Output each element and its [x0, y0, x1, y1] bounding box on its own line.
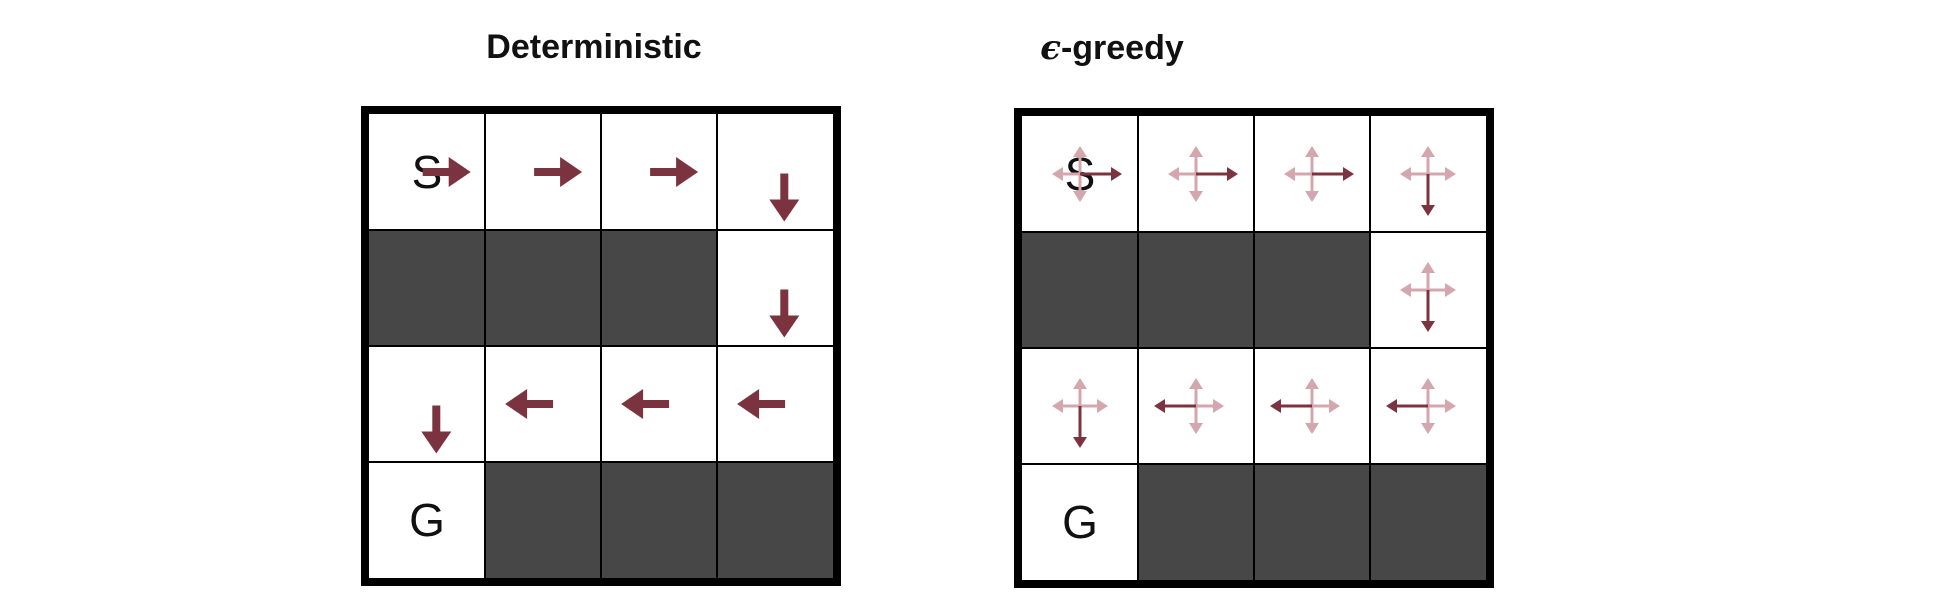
open-cell	[717, 114, 833, 230]
policy-arrow-left	[737, 389, 786, 419]
wall-cell	[1254, 464, 1370, 580]
explore-arrow-down-head	[1305, 191, 1319, 202]
open-cell	[369, 462, 485, 578]
explore-arrow-right-head	[1097, 399, 1108, 413]
explore-arrow-down-head	[1189, 423, 1203, 434]
explore-arrow-down-head	[1421, 423, 1435, 434]
explore-arrow-up-head	[1073, 146, 1087, 157]
greedy-arrow-left-head	[1270, 399, 1281, 413]
explore-arrow-up-head	[1073, 378, 1087, 389]
explore-arrow-down-head	[1189, 191, 1203, 202]
explore-arrow-right-head	[1445, 167, 1456, 181]
wall-cell	[1254, 232, 1370, 348]
title-epsilon-greedy: ϵ-greedy	[912, 28, 1312, 68]
title-deterministic: Deterministic	[394, 28, 794, 67]
policy-arrow-right	[534, 157, 583, 187]
explore-arrow-up-head	[1189, 146, 1203, 157]
greedy-arrow-down-head	[1421, 321, 1435, 332]
wall-cell	[485, 230, 601, 346]
wall-cell	[485, 462, 601, 578]
explore-arrow-down-head	[1073, 191, 1087, 202]
wall-cell	[1370, 464, 1486, 580]
policy-arrow-down	[769, 289, 800, 338]
explore-arrow-down-head	[1305, 423, 1319, 434]
title-deterministic-text: Deterministic	[486, 28, 702, 66]
gridworld-epsilon-greedy: SG	[1014, 108, 1494, 588]
wall-cell	[1138, 232, 1254, 348]
goal-label: G	[1062, 496, 1098, 548]
explore-arrow-left-head	[1052, 399, 1063, 413]
explore-arrow-up-head	[1305, 378, 1319, 389]
wall-cell	[1138, 464, 1254, 580]
explore-arrow-left-head	[1284, 167, 1295, 181]
explore-arrow-up-head	[1305, 146, 1319, 157]
policy-arrow-right	[422, 157, 471, 187]
greedy-arrow-left-head	[1154, 399, 1165, 413]
explore-arrow-up-head	[1421, 262, 1435, 273]
explore-arrow-left-head	[1400, 167, 1411, 181]
open-cell	[1022, 464, 1138, 580]
greedy-arrow-left-head	[1386, 399, 1397, 413]
wall-cell	[1022, 232, 1138, 348]
wall-cell	[369, 230, 485, 346]
wall-cell	[601, 230, 717, 346]
greedy-arrow-down-head	[1421, 205, 1435, 216]
open-cell	[369, 346, 485, 462]
explore-arrow-right-head	[1445, 283, 1456, 297]
explore-arrow-up-head	[1421, 146, 1435, 157]
open-cell	[717, 230, 833, 346]
title-epsilon-greedy-text: -greedy	[1060, 29, 1184, 67]
explore-arrow-right-head	[1329, 399, 1340, 413]
explore-arrow-left-head	[1052, 167, 1063, 181]
policy-arrow-down	[769, 173, 800, 222]
wall-cell	[717, 462, 833, 578]
policy-arrow-left	[621, 389, 670, 419]
explore-arrow-right-head	[1445, 399, 1456, 413]
explore-arrow-up-head	[1421, 378, 1435, 389]
explore-arrow-right-head	[1213, 399, 1224, 413]
greedy-arrow-right-head	[1111, 167, 1122, 181]
gridworld-deterministic: SG	[361, 106, 841, 586]
explore-arrow-left-head	[1400, 283, 1411, 297]
greedy-arrow-right-head	[1343, 167, 1354, 181]
grid-border	[1014, 108, 1494, 588]
goal-label: G	[409, 494, 445, 546]
wall-cell	[601, 462, 717, 578]
greedy-arrow-right-head	[1227, 167, 1238, 181]
policy-arrow-left	[505, 389, 554, 419]
policy-arrow-right	[650, 157, 699, 187]
grid-border	[361, 106, 841, 586]
greedy-arrow-down-head	[1073, 437, 1087, 448]
explore-arrow-left-head	[1168, 167, 1179, 181]
explore-arrow-up-head	[1189, 378, 1203, 389]
epsilon-symbol: ϵ	[1040, 28, 1061, 68]
policy-arrow-down	[421, 405, 452, 454]
